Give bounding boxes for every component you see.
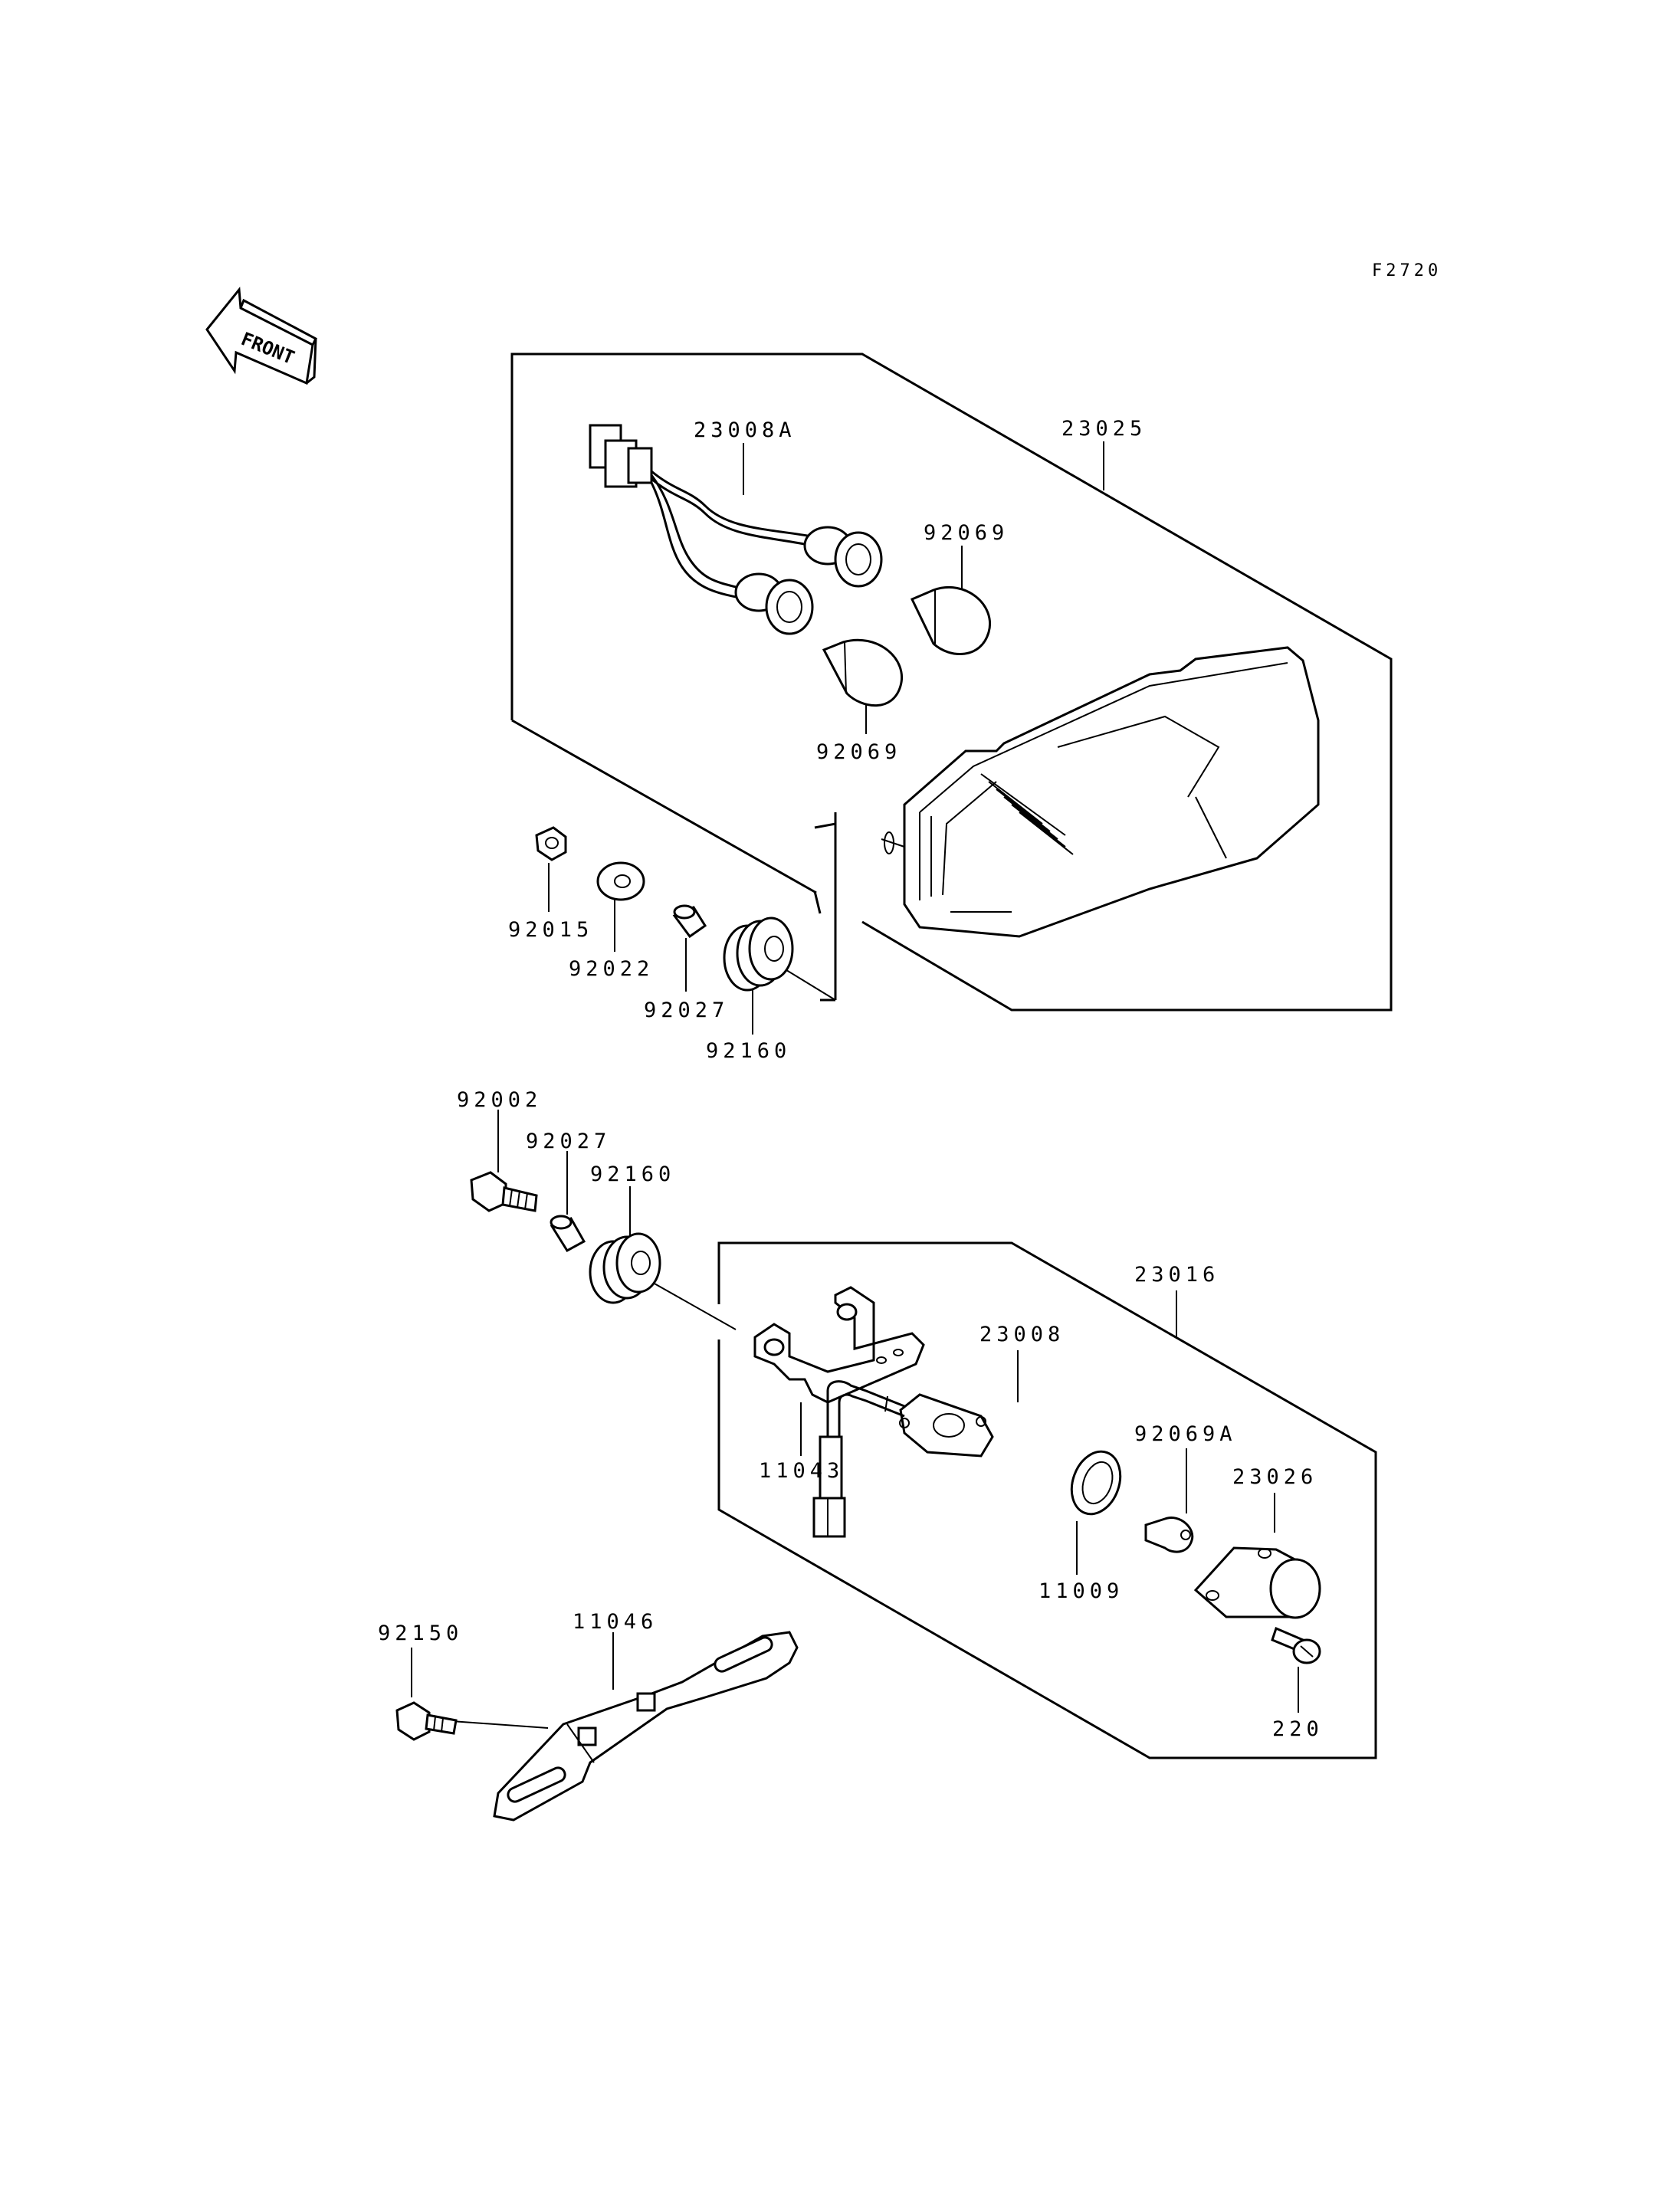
license-bracket-11046 xyxy=(493,1631,799,1822)
label-92150: 92150 xyxy=(378,1622,463,1645)
label-92160-mid: 92160 xyxy=(590,1162,675,1186)
bulb-92069-upper xyxy=(910,585,991,655)
collar-92027-mid xyxy=(550,1215,586,1252)
wiring-harness-23008a xyxy=(589,424,883,635)
label-92027-mid: 92027 xyxy=(526,1130,611,1153)
bracket-11043 xyxy=(753,1286,925,1404)
label-23008a: 23008A xyxy=(694,418,796,442)
label-23008: 23008 xyxy=(979,1323,1065,1346)
label-220: 220 xyxy=(1272,1717,1324,1741)
gasket-11009 xyxy=(1070,1450,1122,1516)
washer-92022 xyxy=(596,861,645,901)
label-11046: 11046 xyxy=(573,1610,658,1634)
front-arrow-icon: FRONT xyxy=(205,287,317,385)
figure-code: F2720 xyxy=(1372,261,1442,280)
nut-92015 xyxy=(535,826,567,861)
label-11009: 11009 xyxy=(1039,1579,1124,1603)
label-92022: 92022 xyxy=(569,957,654,981)
license-lamp-assembly-frame xyxy=(717,1241,1377,1759)
label-92002: 92002 xyxy=(457,1088,542,1112)
collar-92027-top xyxy=(672,904,707,939)
label-23026: 23026 xyxy=(1232,1465,1317,1489)
label-92160-top: 92160 xyxy=(706,1039,791,1063)
bulb-92069a xyxy=(1144,1517,1194,1553)
leader-92160-link xyxy=(647,1279,737,1330)
socket-23008 xyxy=(812,1380,994,1538)
label-92027-top: 92027 xyxy=(644,998,729,1022)
screw-220 xyxy=(1271,1626,1321,1664)
bulb-92069-lower xyxy=(822,638,903,707)
label-23016: 23016 xyxy=(1134,1263,1219,1287)
label-92015: 92015 xyxy=(508,918,593,942)
label-11043: 11043 xyxy=(759,1459,844,1483)
label-92069-lower: 92069 xyxy=(816,740,901,764)
bolt-92002 xyxy=(470,1171,538,1212)
label-23025: 23025 xyxy=(1061,417,1147,441)
license-lamp-lens-23026 xyxy=(1193,1546,1321,1619)
label-92069-upper: 92069 xyxy=(924,521,1009,545)
grommet-92160-mid xyxy=(589,1232,661,1304)
tail-lamp-assembly-frame xyxy=(510,353,1393,1012)
tail-lamp-lens xyxy=(881,646,1320,938)
leader-92150-link xyxy=(440,1720,549,1729)
label-92069a: 92069A xyxy=(1134,1422,1237,1446)
bolt-92150 xyxy=(395,1701,458,1741)
grommet-92160-top xyxy=(723,917,794,992)
